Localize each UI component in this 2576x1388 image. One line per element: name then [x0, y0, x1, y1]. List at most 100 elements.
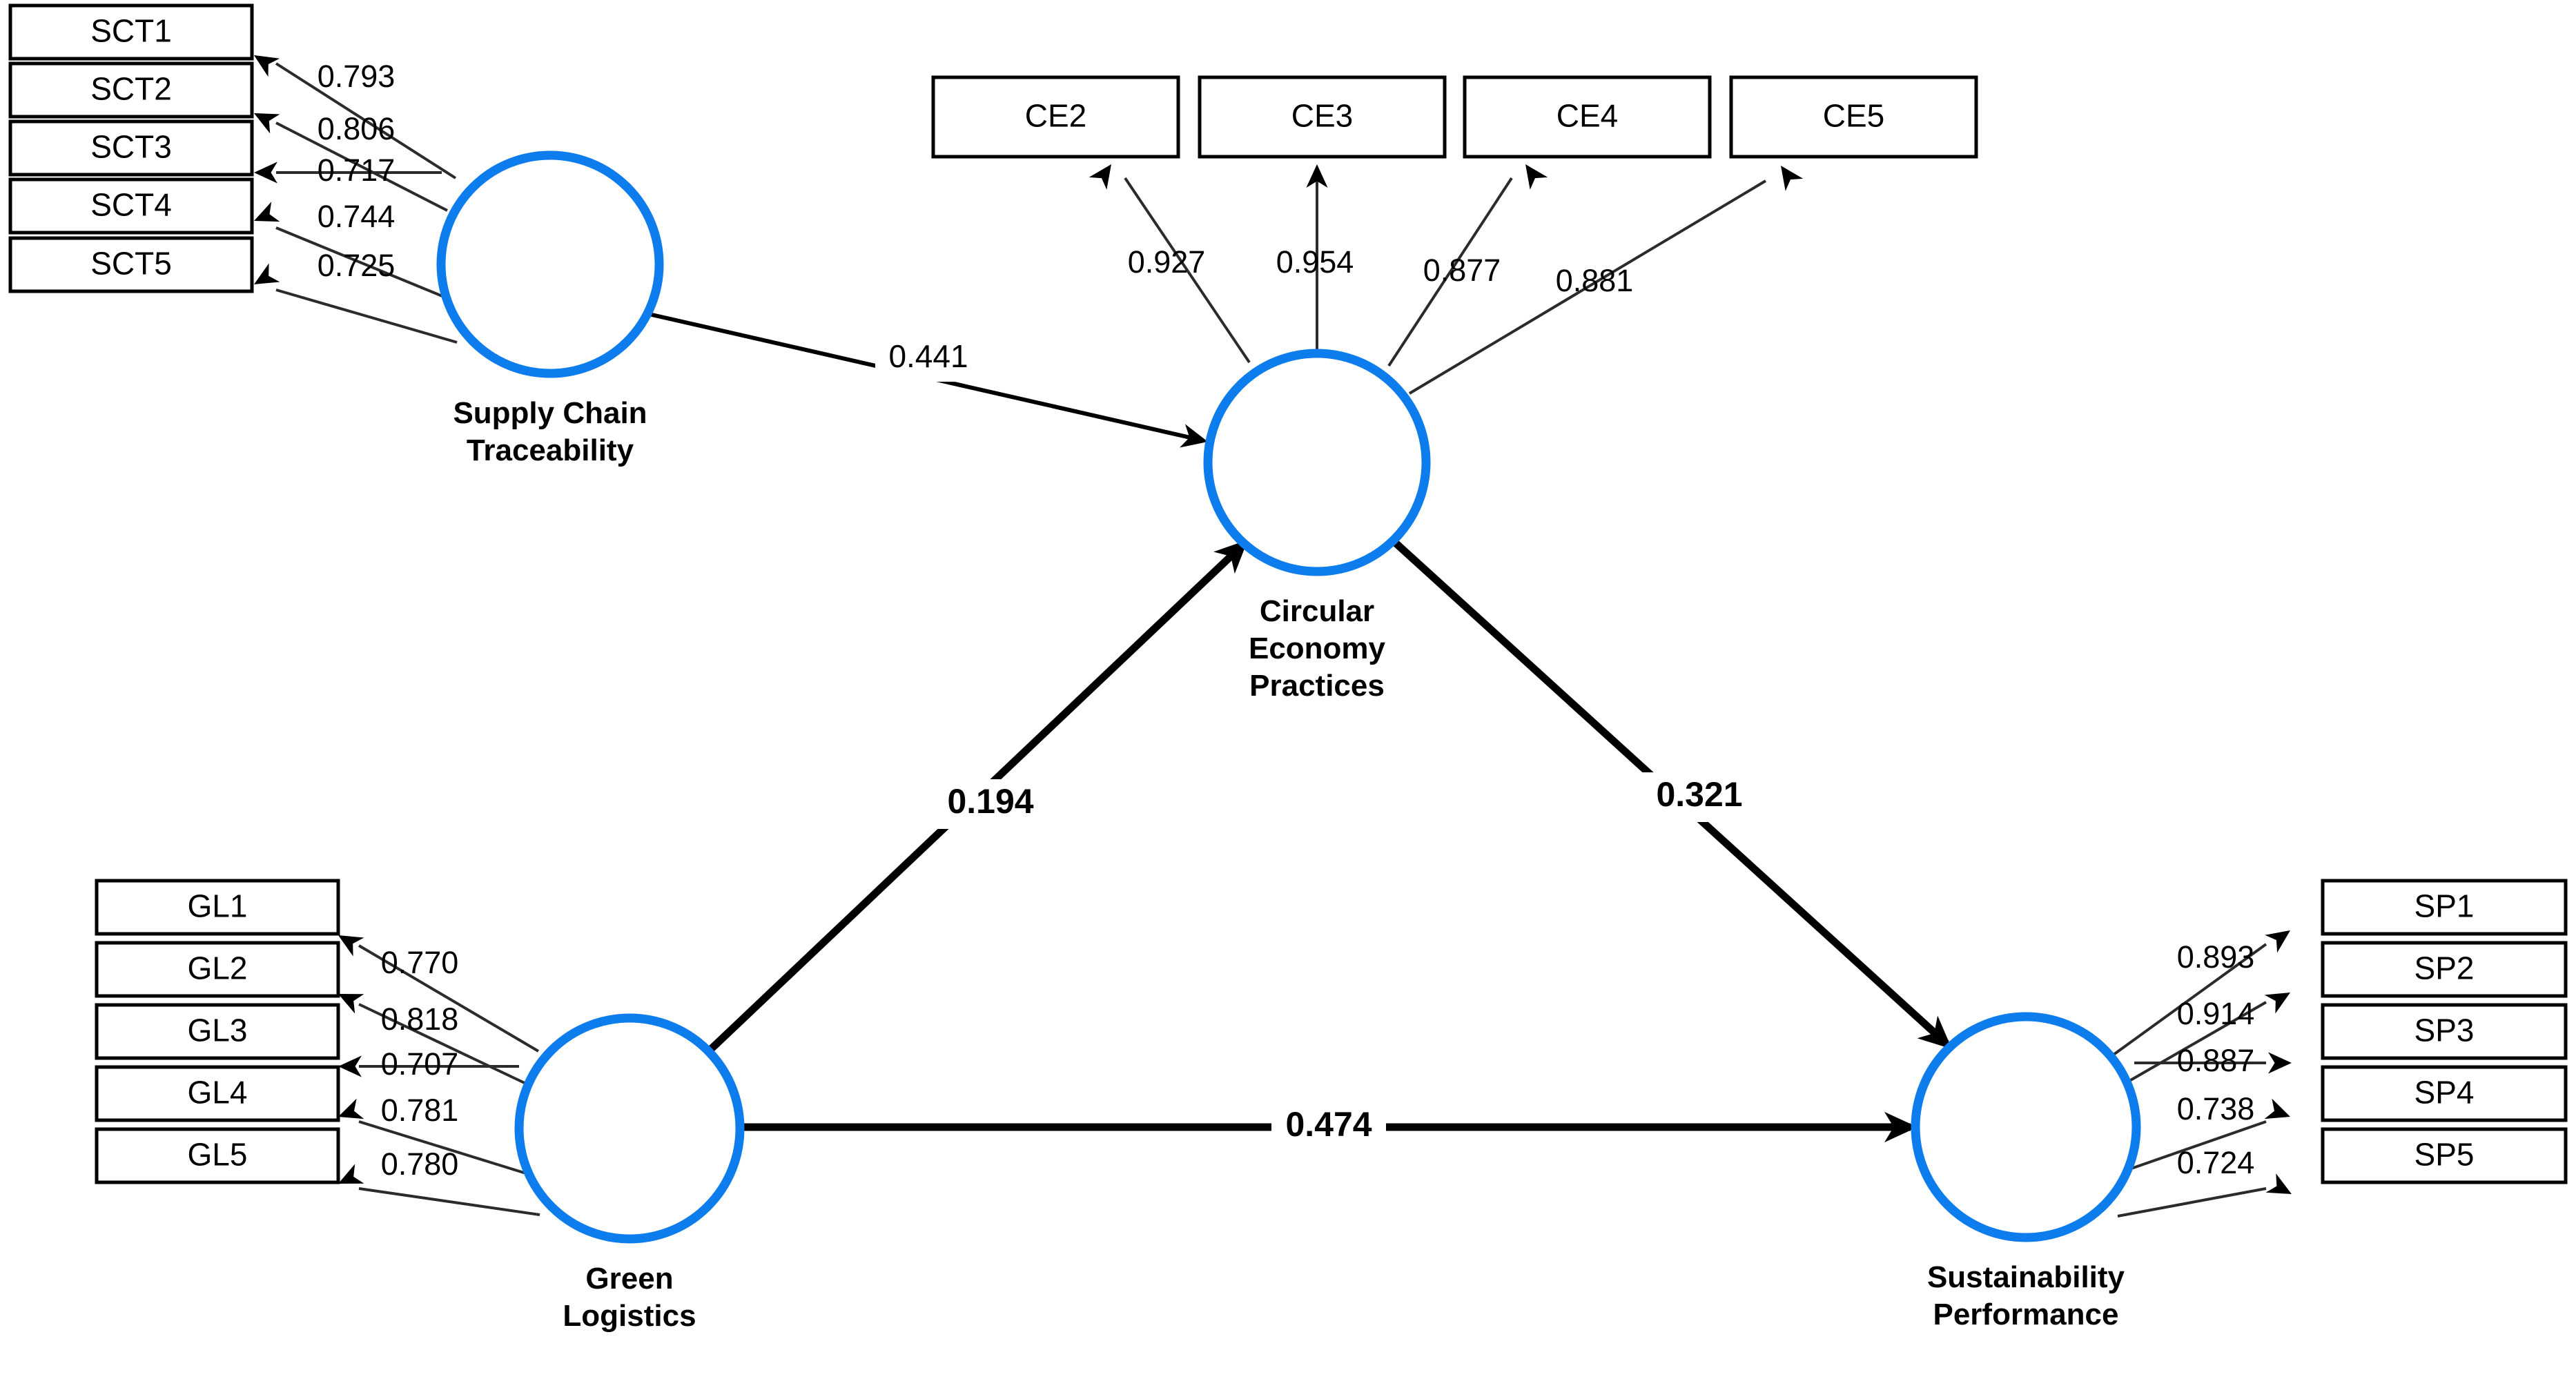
construct-label-gl-line2: Logistics — [563, 1299, 696, 1333]
indicator-box-gl1[interactable] — [95, 879, 340, 936]
construct-circles-group — [436, 150, 2141, 1244]
loading-value-gl1: 0.770 — [381, 945, 459, 980]
loading-value-sct5: 0.725 — [318, 248, 396, 283]
indicator-box-ce2[interactable] — [931, 75, 1180, 159]
construct-circle-ce[interactable] — [1203, 349, 1431, 576]
indicator-label-sp4: SP4 — [2414, 1075, 2475, 1111]
indicator-box-sp1[interactable] — [2321, 879, 2568, 936]
construct-circle-sct[interactable] — [436, 150, 664, 378]
indicator-label-sp1: SP1 — [2414, 888, 2475, 924]
indicator-box-sct4[interactable] — [8, 177, 254, 235]
loading-value-gl2: 0.818 — [381, 1001, 459, 1037]
indicator-box-sct1[interactable] — [8, 3, 254, 61]
indicator-box-ce3[interactable] — [1198, 75, 1447, 159]
loading-arrowhead-ce2 — [1089, 164, 1111, 190]
indicator-label-sp5: SP5 — [2414, 1137, 2475, 1173]
loading-value-sp4: 0.738 — [2177, 1091, 2255, 1126]
loading-arrowhead-sct2 — [254, 113, 280, 134]
path-label-backdrop-gl-sp — [1271, 1102, 1386, 1152]
construct-circle-gl[interactable] — [514, 1013, 745, 1244]
indicator-label-sct3: SCT3 — [90, 129, 172, 165]
indicator-box-gl2[interactable] — [95, 941, 340, 998]
indicator-label-sp2: SP2 — [2414, 950, 2475, 986]
loading-lines-group — [254, 55, 2292, 1218]
construct-label-ce-line1: Circular — [1260, 594, 1374, 628]
construct-circle-sp[interactable] — [1911, 1012, 2141, 1242]
indicator-box-sct2[interactable] — [8, 61, 254, 119]
path-coefficient-gl-sp: 0.474 — [1285, 1105, 1372, 1144]
indicator-box-sct3[interactable] — [8, 119, 254, 177]
indicator-box-sct5[interactable] — [8, 236, 254, 293]
loading-arrowhead-sp1 — [2265, 930, 2290, 953]
indicator-box-sp4[interactable] — [2321, 1065, 2568, 1122]
indicator-box-sp3[interactable] — [2321, 1003, 2568, 1060]
loading-value-sp3: 0.887 — [2177, 1043, 2255, 1078]
construct-label-sp-line2: Performance — [1933, 1298, 2118, 1331]
loading-arrowhead-sp5 — [2265, 1173, 2292, 1194]
construct-label-sct-line1: Supply Chain — [453, 396, 647, 430]
loading-line-ce5 — [1408, 179, 1767, 395]
loading-line-sct1 — [275, 62, 457, 179]
indicator-label-sct1: SCT1 — [90, 13, 172, 49]
loading-line-gl4 — [358, 1120, 527, 1175]
loading-value-gl4: 0.781 — [381, 1093, 459, 1128]
path-coefficient-ce-sp: 0.321 — [1656, 775, 1742, 814]
loading-value-sp1: 0.893 — [2177, 939, 2255, 975]
loading-value-sp5: 0.724 — [2177, 1145, 2255, 1180]
construct-label-ce-line3: Practices — [1249, 669, 1385, 703]
loading-arrowhead-sp4 — [2264, 1098, 2290, 1120]
path-arrowhead-ce-sp — [1917, 1015, 1952, 1049]
construct-label-ce-line2: Economy — [1249, 632, 1386, 665]
path-arrowhead-gl-sp — [1884, 1111, 1918, 1143]
indicator-box-sp5[interactable] — [2321, 1127, 2568, 1184]
construct-label-gl-line1: Green — [585, 1262, 673, 1296]
path-label-backdrop-gl-ce — [933, 779, 1048, 829]
loading-line-gl5 — [358, 1187, 540, 1216]
indicator-label-ce3: CE3 — [1291, 98, 1353, 134]
indicator-box-gl4[interactable] — [95, 1065, 340, 1122]
loading-line-ce2 — [1124, 177, 1251, 364]
loading-line-sp4 — [2127, 1120, 2267, 1171]
loading-line-gl1 — [358, 944, 540, 1053]
loading-arrowhead-sp3 — [2268, 1052, 2292, 1074]
loading-arrowhead-ce3 — [1306, 164, 1328, 188]
construct-label-sct-line2: Traceability — [467, 433, 634, 467]
loading-line-sp2 — [2124, 1001, 2267, 1085]
loading-value-sct3: 0.717 — [318, 153, 396, 188]
indicator-box-ce5[interactable] — [1729, 75, 1978, 159]
loading-arrowhead-sct1 — [254, 55, 280, 77]
loading-arrowhead-sct3 — [254, 162, 277, 184]
loading-value-sp2: 0.914 — [2177, 996, 2255, 1031]
indicator-label-gl3: GL3 — [188, 1013, 248, 1048]
indicator-box-ce4[interactable] — [1463, 75, 1712, 159]
indicator-box-gl3[interactable] — [95, 1003, 340, 1060]
loading-value-ce2: 0.927 — [1128, 244, 1206, 280]
loading-arrowhead-gl4 — [338, 1098, 364, 1120]
path-label-backdrop-sct-ce — [875, 335, 982, 382]
loading-line-sct4 — [275, 226, 448, 300]
loading-arrowhead-ce4 — [1525, 164, 1548, 190]
indicator-label-ce2: CE2 — [1025, 98, 1086, 134]
construct-label-sp-line1: Sustainability — [1927, 1260, 2125, 1294]
loading-arrowhead-gl1 — [338, 935, 364, 957]
loading-line-sct2 — [275, 121, 448, 212]
path-label-backdrop-ce-sp — [1642, 772, 1757, 822]
loading-value-ce5: 0.881 — [1556, 263, 1634, 298]
loading-arrowhead-gl2 — [338, 994, 364, 1014]
indicator-label-gl5: GL5 — [188, 1137, 248, 1173]
indicator-label-sct5: SCT5 — [90, 246, 172, 282]
loading-line-ce4 — [1387, 177, 1513, 367]
loading-value-ce4: 0.877 — [1423, 253, 1501, 288]
indicator-box-sp2[interactable] — [2321, 941, 2568, 998]
construct-labels-group: Supply ChainTraceabilityCircularEconomyP… — [453, 396, 2125, 1333]
indicator-label-sct2: SCT2 — [90, 71, 172, 107]
indicator-box-gl5[interactable] — [95, 1127, 340, 1184]
loading-line-sct5 — [275, 289, 458, 344]
loading-arrowhead-gl3 — [338, 1055, 362, 1077]
indicator-label-ce5: CE5 — [1823, 98, 1884, 134]
